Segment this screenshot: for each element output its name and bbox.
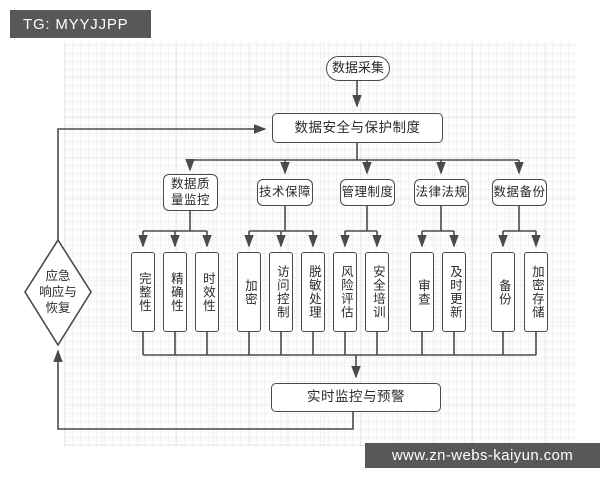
node-encrypted-storage: 加密存储 (524, 252, 548, 332)
node-risk-assessment: 风险评估 (333, 252, 357, 332)
node-timely-update: 及时更新 (442, 252, 466, 332)
node-realtime-monitoring: 实时监控与预警 (271, 383, 441, 412)
node-review: 审查 (410, 252, 434, 332)
node-branch-data-quality: 数据质 量监控 (163, 174, 218, 211)
node-branch-laws: 法律法规 (414, 179, 469, 206)
node-branch-management: 管理制度 (340, 179, 395, 206)
node-access-control: 访问控制 (269, 252, 293, 332)
node-backup: 备份 (491, 252, 515, 332)
edge-policy-bus (190, 142, 519, 161)
emergency-diamond-shape (24, 238, 92, 347)
node-timeliness: 时效性 (195, 252, 219, 332)
node-security-training: 安全培训 (365, 252, 389, 332)
node-accuracy: 精确性 (163, 252, 187, 332)
node-encryption: 加密 (237, 252, 261, 332)
node-security-policy: 数据安全与保护制度 (272, 113, 443, 143)
node-integrity: 完整性 (131, 252, 155, 332)
edge-branch5-split (503, 206, 536, 232)
edge-branch4-split (422, 206, 454, 232)
edge-branch3-split (345, 206, 377, 232)
grid-background (64, 42, 576, 446)
node-emergency-response-label: 应急 响应与 恢复 (39, 268, 77, 316)
edge-emergency-policy (57, 124, 267, 240)
header-watermark-badge: TG: MYYJJPP (10, 10, 151, 38)
edge-children-bus (142, 332, 537, 356)
node-desensitization: 脱敏处理 (301, 252, 325, 332)
footer-url-badge: www.zn-webs-kaiyun.com (365, 443, 600, 468)
edge-branch2-split (249, 206, 313, 232)
edge-branch1-split (143, 210, 207, 232)
node-data-collection: 数据采集 (326, 56, 390, 81)
edge-monitor-emergency (53, 349, 354, 430)
node-branch-backup: 数据备份 (492, 179, 547, 206)
node-branch-tech-support: 技术保障 (257, 179, 313, 206)
